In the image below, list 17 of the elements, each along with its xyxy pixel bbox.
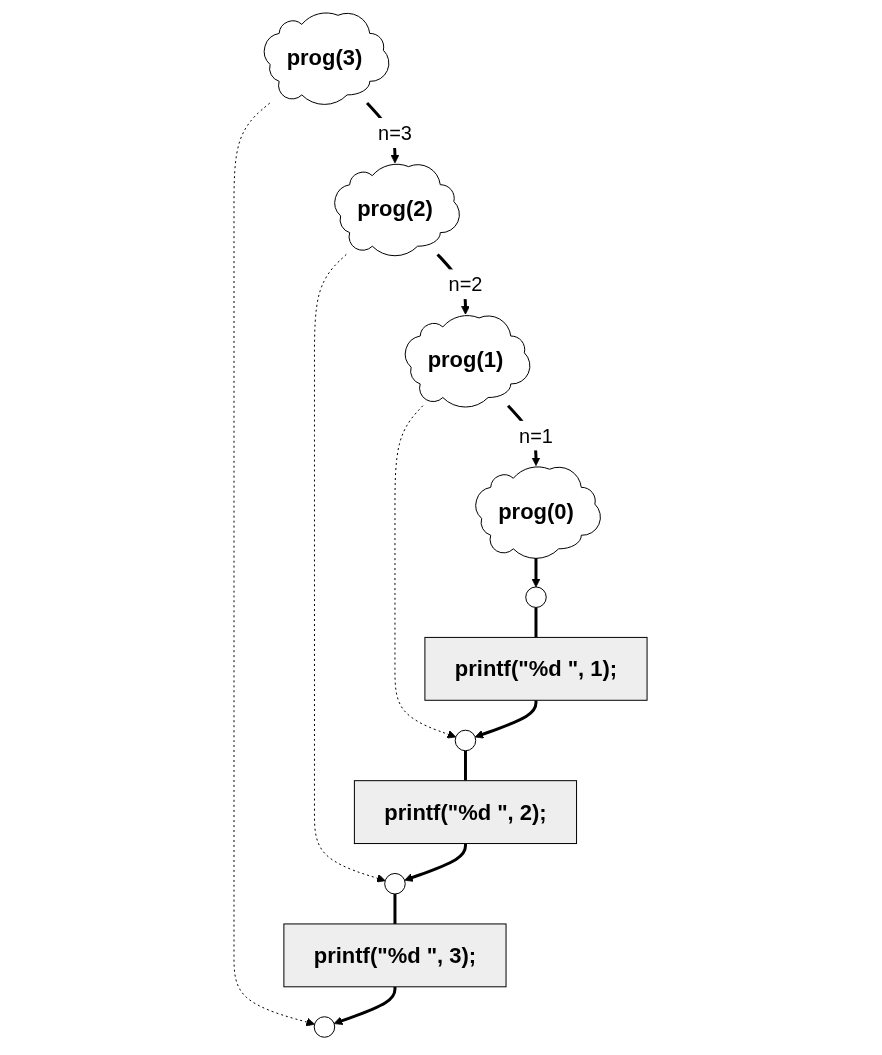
arrow [334,986,397,1026]
connector [393,894,397,924]
node-box: printf("%d ", 2); [354,780,578,845]
edge-label: n=3 [378,122,413,145]
node-box: printf("%d ", 1); [424,636,649,701]
arrow [475,700,538,739]
node-box: printf("%d ", 3); [283,923,507,988]
node-circle [384,873,407,895]
arrow [532,557,541,588]
node-circle [525,586,548,608]
edge-label: n=2 [449,273,483,296]
connector [464,750,468,781]
edge-label: n=1 [519,424,554,447]
node-circle [314,1016,336,1038]
connector [534,607,538,638]
arrow [404,843,468,882]
node-circle [455,729,477,752]
